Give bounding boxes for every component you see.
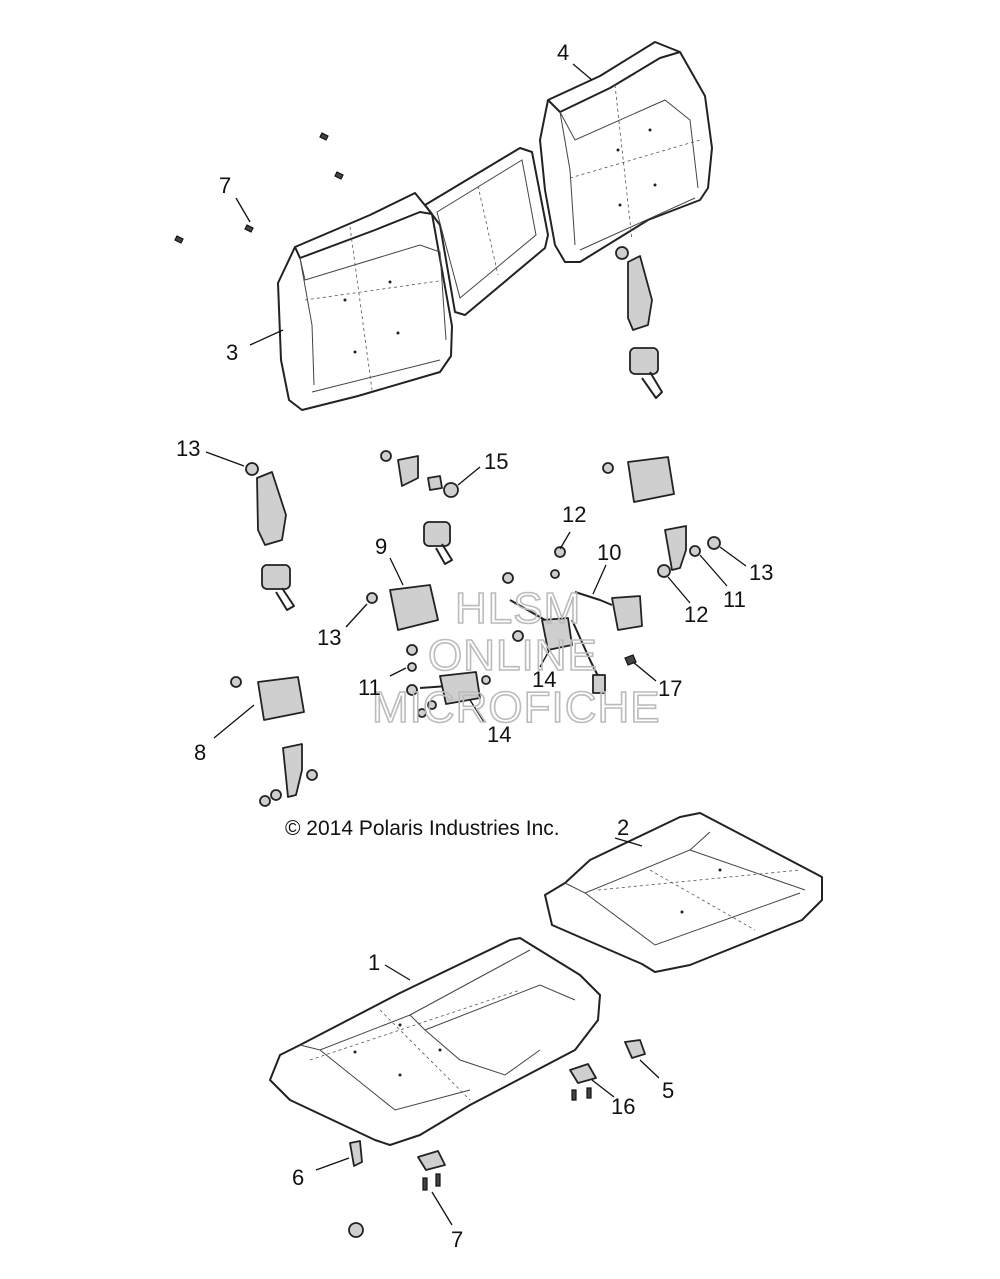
callout-12-center: 12 [562, 502, 586, 527]
seat-belt-right-upper [615, 246, 663, 399]
copyright-text: © 2014 Polaris Industries Inc. [285, 817, 560, 840]
center-hardware [380, 450, 459, 565]
callout-labels: 1 2 3 4 5 6 7 7 8 9 10 11 11 12 12 13 13… [176, 40, 773, 1252]
push-pins [174, 132, 344, 244]
callout-6: 6 [292, 1165, 304, 1190]
callout-12-right: 12 [684, 602, 708, 627]
right-bracket-hardware [657, 525, 721, 578]
callout-14-upper: 14 [532, 667, 556, 692]
callout-5: 5 [662, 1078, 674, 1103]
callout-15: 15 [484, 449, 508, 474]
callout-4: 4 [557, 40, 569, 65]
callout-1: 1 [368, 950, 380, 975]
callout-7-lower: 7 [451, 1227, 463, 1252]
seat-back-right [539, 41, 713, 263]
watermark-line-1: HLSM [455, 584, 581, 633]
callout-8: 8 [194, 740, 206, 765]
callout-17: 17 [658, 676, 682, 701]
leader-lines [205, 63, 747, 1226]
seat-bottom-hardware [348, 1039, 646, 1238]
callout-3: 3 [226, 340, 238, 365]
seat-bottom-right [544, 812, 823, 973]
buckle-assembly [502, 546, 643, 694]
callout-10: 10 [597, 540, 621, 565]
seat-bottom-left [269, 937, 601, 1146]
callout-14-lower: 14 [487, 722, 511, 747]
callout-7-upper: 7 [219, 173, 231, 198]
seat-back-left [277, 192, 453, 411]
callout-11-right: 11 [723, 587, 746, 612]
watermark-line-2: ONLINE [428, 631, 598, 680]
seat-back-middle [424, 147, 549, 316]
seat-belt-left [245, 462, 295, 611]
callout-13-right: 13 [749, 560, 773, 585]
lower-buckle [406, 644, 491, 718]
callout-9: 9 [375, 534, 387, 559]
lower-left-bracket [259, 743, 318, 807]
belt-housing-9 [366, 584, 439, 631]
callout-16: 16 [611, 1094, 635, 1119]
callout-13-center: 13 [317, 625, 341, 650]
watermark-line-3: MICROFICHE [372, 683, 661, 732]
callout-11-left: 11 [358, 675, 381, 700]
belt-housing-upper-right [602, 456, 675, 503]
watermark: HLSM ONLINE MICROFICHE [371, 583, 661, 733]
callout-13-left: 13 [176, 436, 200, 461]
callout-2: 2 [617, 815, 629, 840]
belt-housing-8 [230, 676, 305, 721]
